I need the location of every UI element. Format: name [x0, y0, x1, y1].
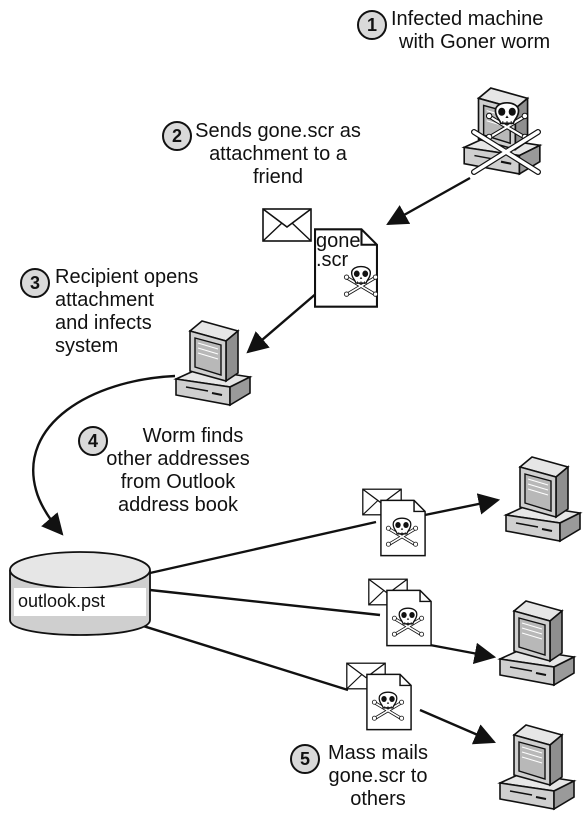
step-3-line-3: and infects — [55, 312, 152, 334]
mail-line-2b — [429, 642, 497, 665]
step-5-line-2: gone.scr to — [328, 765, 428, 787]
envelope-icon — [262, 208, 312, 242]
step-2-label: Sends gone.scr as attachment to a friend — [194, 120, 362, 189]
step-3-badge: 3 — [20, 268, 50, 298]
step-1-badge: 1 — [357, 10, 387, 40]
target-computer-1-icon — [504, 455, 582, 543]
mail-line-3b — [419, 708, 496, 745]
mail-line-1b — [419, 493, 501, 518]
step-2-badge: 2 — [162, 121, 192, 151]
step-4-line-2: other addresses — [106, 448, 250, 470]
step-2-line-3: friend — [252, 166, 304, 188]
attachment-filename-line-1: gone — [316, 230, 361, 252]
step-2-line-1: Sends gone.scr as — [195, 120, 361, 142]
address-book-filename: outlook.pst — [18, 591, 106, 611]
step-1-line-1: Infected machine — [391, 8, 544, 30]
step-1-line-2: with Goner worm — [399, 31, 551, 53]
step-3-line-2: attachment — [55, 289, 154, 311]
target-computer-3-icon — [498, 723, 576, 811]
step-4-line-3: from Outlook — [120, 471, 236, 493]
arrow-infected-to-attachment — [386, 176, 471, 226]
attachment-filename: gone .scr — [316, 230, 361, 271]
infected-machine-icon — [463, 87, 541, 175]
arrow-attachment-to-recipient — [246, 291, 319, 354]
step-3-label: Recipient opens attachment and infects s… — [55, 266, 198, 358]
step-4-label: Worm finds other addresses from Outlook … — [78, 425, 278, 517]
step-1-label: Infected machine with Goner worm — [391, 8, 550, 54]
step-5-line-3: others — [350, 788, 406, 810]
arrow-recipient-to-addressbook — [32, 374, 176, 536]
mail-line-2a — [149, 588, 381, 617]
step-3-line-1: Recipient opens — [55, 266, 199, 288]
step-2-line-2: attachment to a — [209, 143, 347, 165]
step-4-line-1: Worm finds — [142, 425, 244, 447]
target-computer-2-icon — [498, 599, 576, 687]
step-5-badge: 5 — [290, 744, 320, 774]
outgoing-mail-2 — [368, 578, 432, 647]
step-4-badge: 4 — [78, 426, 108, 456]
outgoing-mail-3 — [346, 662, 412, 731]
mail-line-3a — [123, 618, 349, 692]
step-5-label: Mass mails gone.scr to others — [318, 742, 438, 811]
step-5-line-1: Mass mails — [327, 742, 428, 764]
database-icon — [9, 551, 151, 636]
step-3-line-4: system — [55, 335, 119, 357]
attachment-filename-line-2: .scr — [316, 249, 349, 271]
step-4-line-4: address book — [117, 494, 239, 516]
mail-line-1a — [149, 520, 377, 575]
